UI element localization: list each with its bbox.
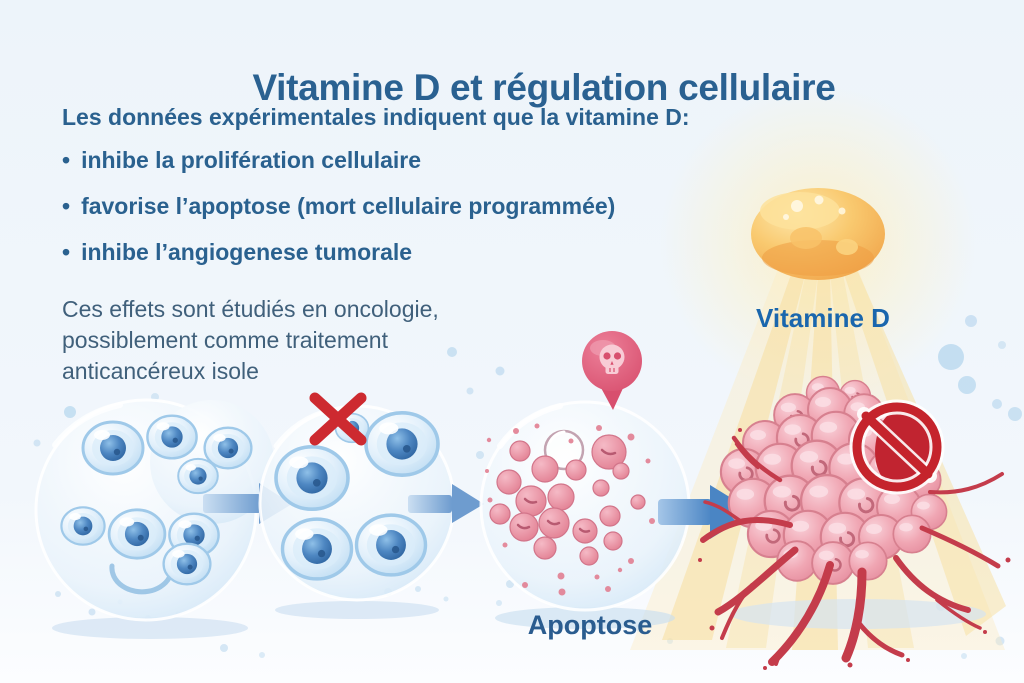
inhibited-cells-cluster (258, 404, 456, 619)
note-line: possiblement comme traitement (62, 327, 388, 353)
apoptotic-dots (485, 423, 655, 596)
bullet-item: • inhibe la prolifération cellulaire (62, 147, 615, 174)
bullet-item: • inhibe l’angiogenese tumorale (62, 239, 615, 266)
apoptosis-bubble (479, 400, 691, 629)
note-line: Ces effets sont étudiés en oncologie, (62, 296, 439, 322)
bullet-marker: • (62, 193, 71, 219)
note-line: anticancéreux isole (62, 358, 259, 384)
vitamin-d-capsule (751, 188, 885, 280)
bullet-text: favorise l’apoptose (mort cellulaire pro… (81, 193, 616, 219)
no-entry-icon (849, 399, 945, 495)
apoptotic-bodies (489, 434, 646, 566)
red-x-icon (309, 392, 367, 446)
vitamin-d-label: Vitamine D (756, 303, 890, 333)
apoptose-label: Apoptose (527, 610, 653, 640)
bullet-item: • favorise l’apoptose (mort cellulaire pr… (62, 193, 615, 220)
page-title: Vitamine D et régulation cellulaire (252, 66, 836, 108)
intro-text: Les données expérimentales indiquent que… (62, 104, 690, 130)
note-text: Ces effets sont étudiés en oncologie, po… (62, 294, 439, 387)
blood-vessels (698, 428, 1011, 670)
skull-icon (582, 331, 642, 410)
bullet-text: inhibe l’angiogenese tumorale (81, 239, 413, 265)
bullet-marker: • (62, 239, 71, 265)
proliferating-cells-cluster (34, 398, 274, 639)
arrow-right-icon-2 (408, 484, 484, 523)
bullet-text: inhibe la prolifération cellulaire (81, 147, 422, 173)
bullet-marker: • (62, 147, 71, 173)
bullet-list: • inhibe la prolifération cellulaire • fav… (62, 147, 615, 285)
